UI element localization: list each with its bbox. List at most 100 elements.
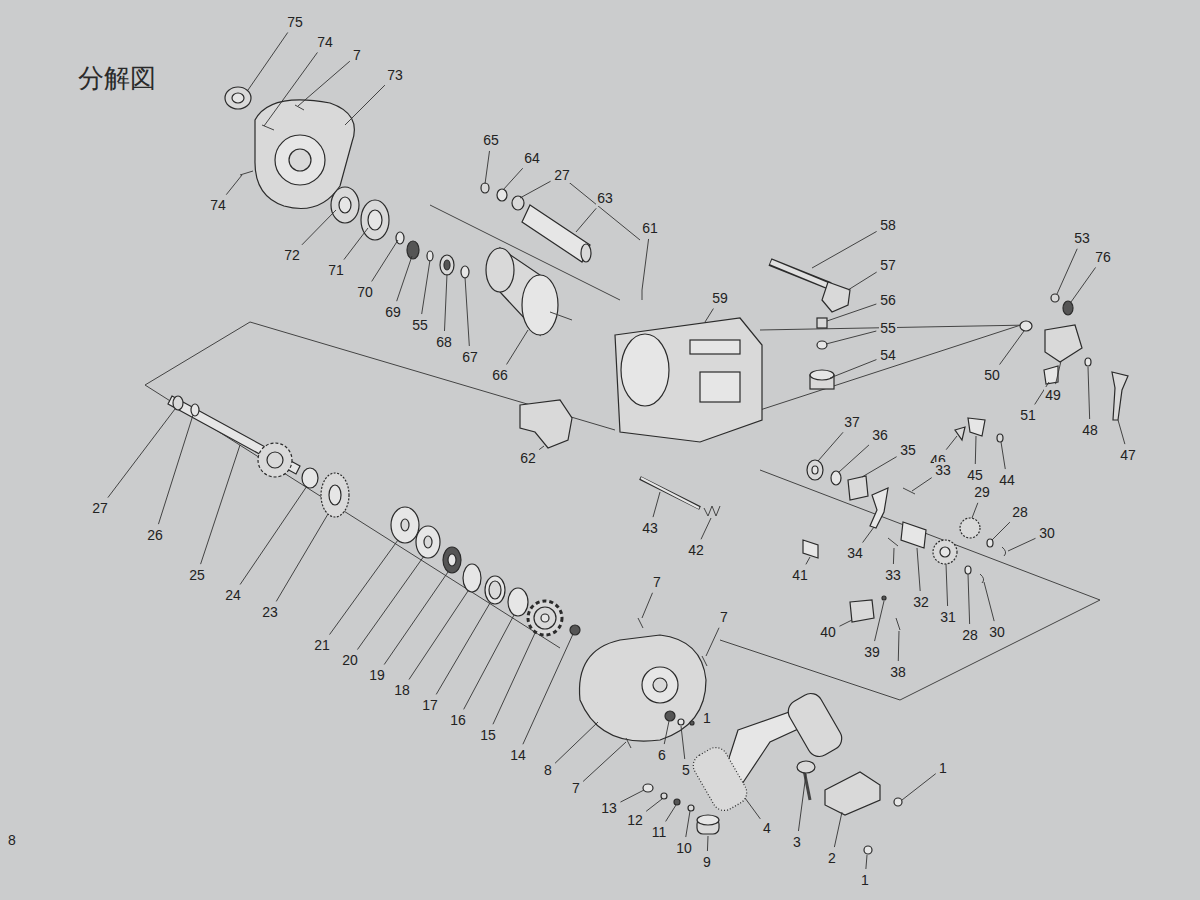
leader-line — [576, 208, 596, 232]
callout-number: 36 — [871, 427, 889, 443]
leader-line — [1000, 331, 1024, 365]
callout-number: 4 — [762, 820, 772, 836]
callout-number: 19 — [368, 667, 386, 683]
callout-number: 33 — [934, 462, 952, 478]
callout-number: 1 — [938, 760, 948, 776]
callout-number: 47 — [1119, 447, 1137, 463]
callout-number: 37 — [843, 414, 861, 430]
leader-line — [946, 436, 957, 450]
leader-line — [620, 790, 644, 802]
leader-line — [839, 445, 869, 472]
leader-line — [444, 274, 447, 331]
leader-line — [666, 805, 676, 821]
callout-number: 28 — [1011, 504, 1029, 520]
leader-line — [812, 231, 877, 268]
leader-line — [706, 628, 719, 656]
leader-line — [158, 415, 193, 524]
leader-line — [276, 514, 328, 601]
leader-line — [848, 272, 877, 290]
callout-number: 7 — [652, 574, 662, 590]
leader-line — [827, 304, 876, 321]
leader-line — [1118, 420, 1125, 444]
leader-line — [555, 722, 598, 763]
leader-line — [830, 360, 876, 378]
leader-line — [344, 228, 368, 260]
callout-number: 40 — [819, 624, 837, 640]
leader-line — [372, 240, 398, 281]
leader-line — [493, 633, 535, 724]
callout-number: 10 — [675, 840, 693, 856]
callout-number: 9 — [702, 854, 712, 870]
callout-number: 11 — [651, 824, 668, 840]
leader-line — [975, 436, 977, 464]
leader-line — [875, 601, 884, 641]
leader-line — [108, 409, 175, 498]
leader-line — [917, 548, 920, 591]
leader-line — [465, 277, 469, 346]
leader-line — [485, 151, 490, 184]
leader-line — [866, 855, 867, 869]
callout-number: 64 — [523, 150, 541, 166]
callout-number: 69 — [384, 304, 402, 320]
callout-number: 26 — [146, 527, 164, 543]
callout-number: 53 — [1073, 230, 1091, 246]
callout-number: 1 — [860, 872, 870, 888]
callout-number: 20 — [341, 652, 359, 668]
callout-number: 38 — [889, 664, 907, 680]
callout-number: 17 — [421, 697, 439, 713]
callout-number: 3 — [792, 834, 802, 850]
leader-line — [384, 572, 448, 665]
leader-line — [863, 527, 874, 543]
leader-line — [264, 52, 317, 126]
leader-line — [1071, 267, 1096, 302]
callout-number: 61 — [641, 220, 659, 236]
callout-number: 14 — [509, 747, 527, 763]
callout-number: 39 — [863, 644, 881, 660]
callout-number: 16 — [449, 712, 467, 728]
leader-line — [686, 811, 690, 837]
callout-number: 55 — [879, 320, 897, 336]
leader-line — [642, 593, 653, 618]
leader-line — [893, 548, 895, 564]
leader-line — [826, 331, 876, 344]
callout-number: 41 — [791, 567, 809, 583]
leader-line — [646, 799, 662, 811]
leader-line — [818, 432, 843, 461]
leader-line — [409, 591, 468, 680]
leader-line — [707, 836, 709, 851]
callout-number: 42 — [687, 542, 705, 558]
callout-number: 23 — [261, 604, 279, 620]
leader-line — [642, 239, 649, 290]
callout-number: 32 — [912, 594, 930, 610]
callout-number: 31 — [939, 609, 957, 625]
callout-number: 25 — [188, 567, 206, 583]
callout-number: 30 — [1038, 525, 1056, 541]
leader-line — [862, 457, 897, 477]
leader-line — [1008, 538, 1035, 551]
leader-line — [664, 721, 669, 744]
callout-number: 49 — [1044, 387, 1062, 403]
callout-number: 13 — [600, 800, 618, 816]
leader-line — [701, 518, 711, 539]
callout-number: 62 — [519, 450, 537, 466]
callout-number: 73 — [386, 67, 404, 83]
leader-line — [422, 260, 430, 314]
leader-line — [539, 446, 544, 450]
callout-number: 35 — [899, 442, 917, 458]
callout-number: 7 — [352, 47, 362, 63]
callout-number: 27 — [91, 500, 109, 516]
callout-number: 44 — [998, 472, 1016, 488]
callout-number: 66 — [491, 367, 509, 383]
callout-number: 15 — [479, 727, 497, 743]
callout-number: 34 — [846, 545, 864, 561]
leader-line — [705, 309, 713, 322]
callout-number: 28 — [961, 627, 979, 643]
leader-line — [201, 445, 240, 564]
callout-number: 8 — [543, 762, 553, 778]
callout-number: 75 — [286, 14, 304, 30]
leader-line — [357, 556, 424, 650]
callout-number: 65 — [482, 132, 500, 148]
callout-number: 63 — [596, 190, 614, 206]
callout-number: 29 — [973, 484, 991, 500]
